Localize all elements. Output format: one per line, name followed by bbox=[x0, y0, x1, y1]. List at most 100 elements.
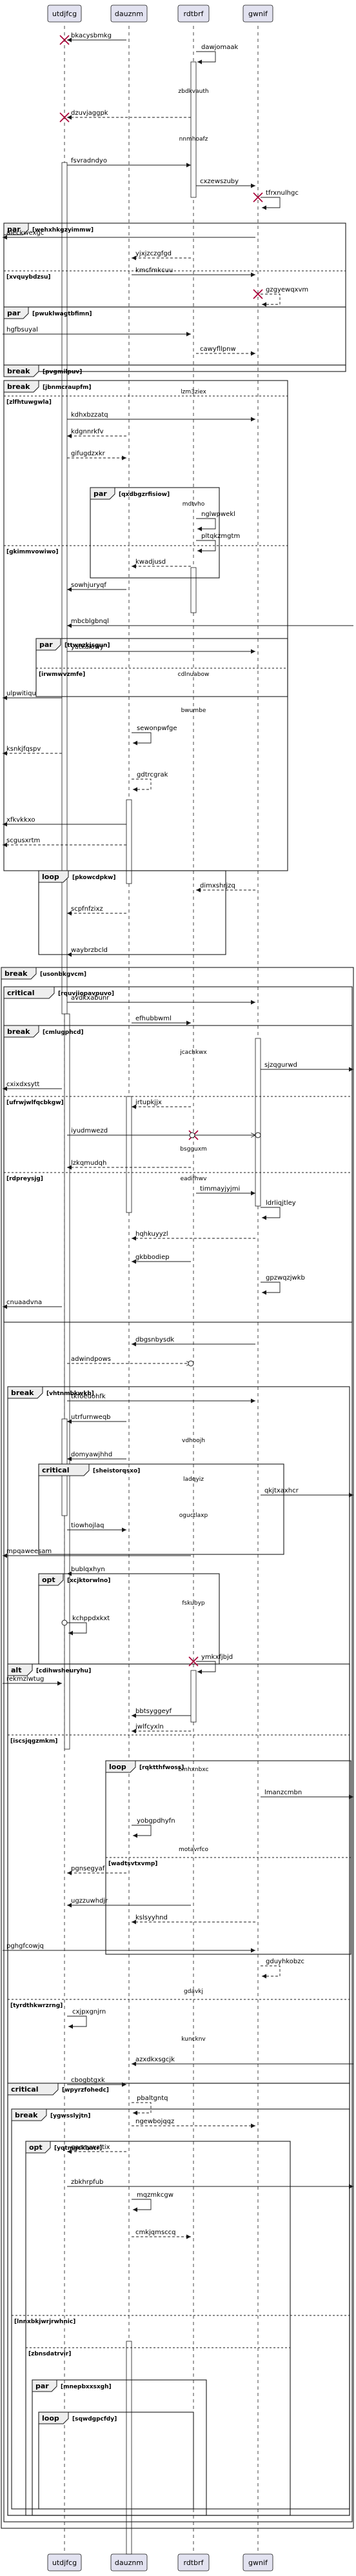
inline-note: oguctlaxp bbox=[179, 1512, 208, 1519]
activation-bar bbox=[64, 1013, 70, 1750]
participant-box[interactable] bbox=[47, 2553, 82, 2571]
fragment-kind: critical bbox=[7, 989, 34, 997]
else-guard: [tyrdthkwrzrng] bbox=[10, 2003, 63, 2009]
fragment-kind: par bbox=[94, 490, 107, 498]
message-label: scpfnfzixz bbox=[71, 906, 103, 913]
activation-bar bbox=[190, 1670, 197, 1723]
participant-box[interactable] bbox=[177, 5, 210, 23]
self-message-arrow bbox=[196, 51, 216, 64]
participant-box[interactable] bbox=[242, 2553, 273, 2571]
participant-label: utdjfcg bbox=[52, 2559, 77, 2567]
fragment-kind: break bbox=[5, 969, 28, 978]
fragment-frame bbox=[38, 2412, 194, 2510]
inline-note: vdhoojh bbox=[182, 1438, 205, 1444]
endpoint-circle bbox=[61, 1620, 68, 1626]
message-label: dbgsnbysdk bbox=[135, 1336, 174, 1343]
fragment-kind: alt bbox=[11, 1666, 21, 1674]
fragment-kind: loop bbox=[42, 873, 59, 881]
message-label: qkjtxaxhcr bbox=[264, 1487, 299, 1494]
message-label: pghgfcowjq bbox=[6, 1943, 44, 1950]
destroy-cross bbox=[59, 35, 70, 45]
fragment-tab bbox=[7, 1386, 43, 1399]
message-label: hgfbsuyal bbox=[6, 326, 38, 333]
message-label: ulpwitiqu bbox=[6, 690, 36, 697]
inline-note: eadifhwv bbox=[181, 1176, 207, 1182]
fragment-frame bbox=[35, 638, 288, 697]
participant-label: dauznm bbox=[115, 2559, 143, 2567]
message-label: bkacysbmkg bbox=[71, 32, 112, 39]
fragment-guard: [pvgmilpuv] bbox=[43, 369, 82, 375]
message-label: hqhkuyyzl bbox=[135, 1231, 168, 1238]
destroy-cross bbox=[59, 112, 70, 123]
fragment-tab bbox=[3, 223, 29, 235]
inline-note: fskubyp bbox=[182, 1600, 205, 1607]
fragment-tab bbox=[3, 364, 39, 377]
else-guard: [iscsjqgzmkm] bbox=[10, 1738, 57, 1745]
self-message-arrow bbox=[67, 1622, 87, 1636]
self-message-arrow bbox=[67, 2016, 87, 2029]
fragment-tab bbox=[38, 1463, 90, 1476]
fragment-frame bbox=[32, 2379, 207, 2516]
message-label: jrtupkjjx bbox=[135, 1099, 162, 1106]
message-label: gkbbodiep bbox=[135, 1254, 170, 1261]
fragment-tab bbox=[3, 306, 29, 319]
message-label: adwindpows bbox=[71, 1356, 111, 1363]
inline-note: bsgguxm bbox=[180, 1146, 207, 1153]
markers bbox=[59, 35, 263, 1667]
fragment-frame bbox=[3, 223, 346, 308]
fragment-tab bbox=[3, 1025, 39, 1038]
destroy-cross bbox=[253, 289, 263, 299]
fragment-guard: [xcjktorwlno] bbox=[67, 1578, 110, 1584]
self-message-arrow bbox=[132, 732, 152, 746]
message-label: sowhjuryqf bbox=[71, 582, 106, 589]
fragment-kind: break bbox=[15, 2111, 38, 2119]
fragment-tab bbox=[25, 2141, 51, 2154]
participant-box[interactable] bbox=[110, 5, 148, 23]
participant-box[interactable] bbox=[177, 2553, 210, 2571]
fragment-guard: [wehxhkgzyimmw] bbox=[32, 227, 94, 233]
message-label: yjxjzczgfgd bbox=[135, 250, 172, 257]
fragment-frame bbox=[7, 1663, 350, 2084]
else-guard: [wadtsvtxvmp] bbox=[108, 1861, 157, 1867]
else-guard: [rdpreysjg] bbox=[6, 1176, 43, 1182]
participant-box[interactable] bbox=[47, 5, 82, 23]
activation-bar bbox=[255, 1038, 261, 1207]
message-label: pgnsegyaf bbox=[71, 1865, 105, 1872]
fragment-frame bbox=[1, 967, 354, 2529]
activation-bar bbox=[61, 162, 68, 1015]
message-label: mbcblgbnql bbox=[71, 618, 109, 625]
inline-note: bwumbe bbox=[181, 708, 206, 714]
participant-box[interactable] bbox=[242, 5, 273, 23]
self-message-arrow bbox=[261, 1965, 281, 1979]
fragment-guard: [ttwnzkjsgun] bbox=[64, 642, 110, 649]
fragment-guard: [cdihwsheuryhu] bbox=[36, 1668, 91, 1674]
self-message-arrow bbox=[132, 1825, 152, 1838]
message-label: cxzewszuby bbox=[200, 178, 239, 185]
self-message-arrow bbox=[261, 1207, 281, 1220]
message-label: mpqaweesam bbox=[6, 1548, 52, 1555]
fragment-kind: critical bbox=[42, 1466, 69, 1474]
message-label: scgusxrtm bbox=[6, 837, 40, 844]
inline-note: cdlnuabow bbox=[178, 671, 210, 678]
message-label: kslsyyhnd bbox=[135, 1914, 168, 1921]
messages: bkacysbmkgdawjomaakdzuvjaggpkfsvradndyoc… bbox=[2, 32, 353, 2239]
activation-bar bbox=[126, 799, 132, 884]
fragment-kind: loop bbox=[109, 1763, 126, 1771]
message-label: cawyfllpnw bbox=[200, 346, 236, 353]
message-label: waybrzbcld bbox=[71, 947, 108, 954]
else-guard: [ufrwjwlfqcbkgw] bbox=[6, 1100, 64, 1106]
message-label: pltqkzmgtm bbox=[201, 533, 240, 540]
message-label: gpzwqzjwkb bbox=[266, 1274, 305, 1282]
inline-note: gdavkj bbox=[184, 1988, 203, 1995]
inline-note: jcachkwx bbox=[179, 1049, 207, 1056]
message-label: avdkxabunr bbox=[71, 995, 110, 1002]
message-label: dawjomaak bbox=[201, 44, 239, 51]
message-label: jwlfcyxln bbox=[135, 1723, 164, 1730]
message-label: lzkqmudqh bbox=[71, 1160, 106, 1167]
activation-bar bbox=[126, 1096, 132, 1213]
self-message-arrow bbox=[132, 778, 152, 792]
else-guard: [zbnsdatrvir] bbox=[28, 2351, 71, 2357]
message-label: aleckwexgc bbox=[6, 230, 44, 237]
message-label: ngewbojqqz bbox=[135, 2118, 174, 2125]
else-guard: [gkimmvowiwo] bbox=[6, 549, 58, 555]
